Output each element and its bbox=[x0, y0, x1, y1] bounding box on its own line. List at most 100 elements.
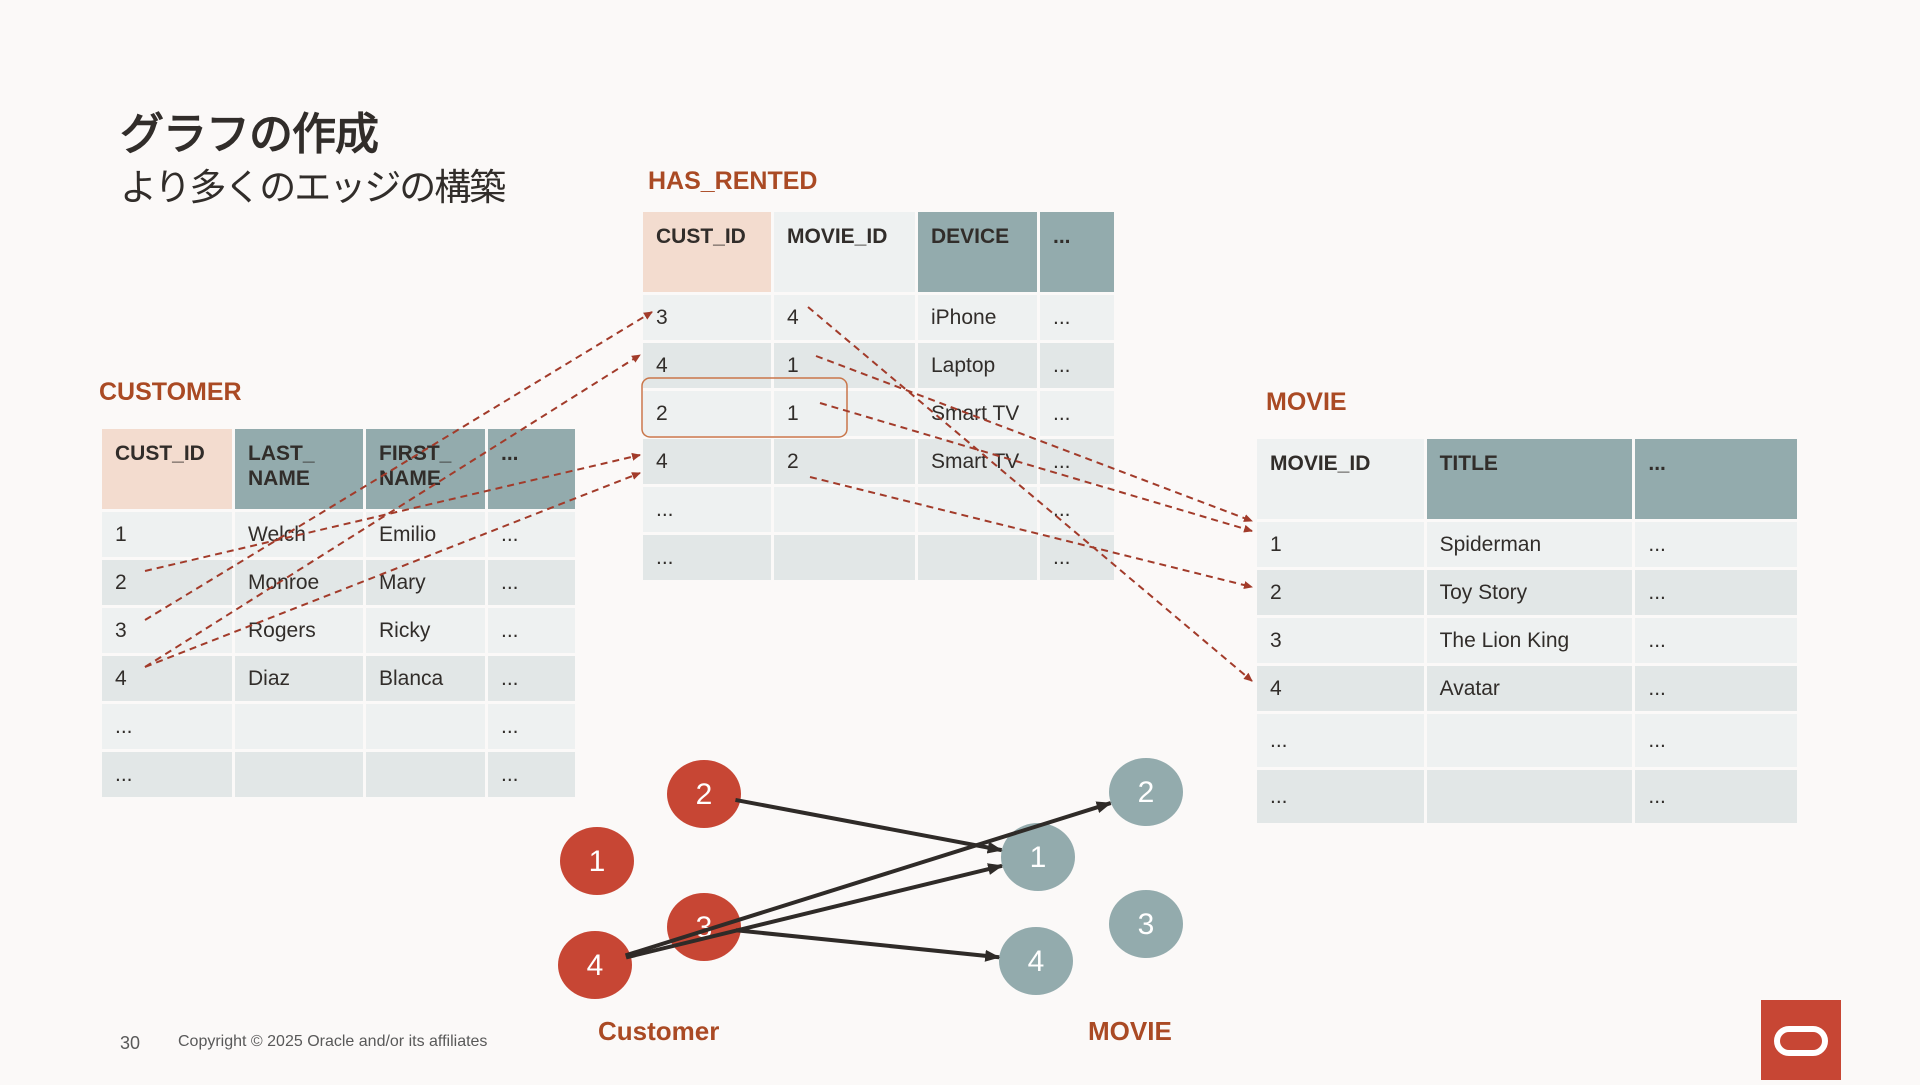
cell: The Lion King bbox=[1426, 618, 1633, 663]
cell bbox=[774, 487, 915, 532]
customer-node-2 bbox=[667, 760, 741, 828]
cell: ... bbox=[488, 512, 575, 557]
movie-node-3 bbox=[1109, 890, 1183, 958]
cell: 1 bbox=[102, 512, 232, 557]
cell: 2 bbox=[1257, 570, 1424, 615]
cell: ... bbox=[1040, 391, 1114, 436]
table-row: ...... bbox=[102, 752, 575, 797]
oracle-logo-icon bbox=[1774, 1026, 1828, 1056]
graph-movie-label: MOVIE bbox=[1088, 1016, 1172, 1046]
graph-customer-label: Customer bbox=[598, 1016, 720, 1046]
cell: ... bbox=[1635, 714, 1797, 767]
movie-node-1 bbox=[1001, 823, 1075, 891]
cell bbox=[918, 535, 1037, 580]
header-more: ... bbox=[1635, 439, 1797, 519]
cell bbox=[366, 752, 485, 797]
cell: ... bbox=[1635, 770, 1797, 823]
header-cust-id: CUST_ID bbox=[102, 429, 232, 509]
cell: 3 bbox=[1257, 618, 1424, 663]
cell: 3 bbox=[102, 608, 232, 653]
link-rental-to-movie-4 bbox=[807, 306, 1253, 682]
table-header-row: MOVIE_ID TITLE ... bbox=[1257, 439, 1797, 519]
movie-node-2-label: 2 bbox=[1138, 776, 1155, 809]
cell: ... bbox=[643, 535, 771, 580]
cell: ... bbox=[102, 704, 232, 749]
graph-edge-2-to-1 bbox=[735, 797, 1003, 854]
customer-node-4-label: 4 bbox=[587, 949, 604, 982]
header-more: ... bbox=[488, 429, 575, 509]
table-row: ...... bbox=[643, 487, 1114, 532]
cell: ... bbox=[1257, 770, 1424, 823]
cell: Emilio bbox=[366, 512, 485, 557]
movie-label: MOVIE bbox=[1266, 388, 1347, 416]
customer-label: CUSTOMER bbox=[99, 378, 242, 406]
header-title: TITLE bbox=[1426, 439, 1633, 519]
cell: Ricky bbox=[366, 608, 485, 653]
cell: Toy Story bbox=[1426, 570, 1633, 615]
cell: 2 bbox=[774, 439, 915, 484]
cell: Laptop bbox=[918, 343, 1037, 388]
header-movie-id: MOVIE_ID bbox=[1257, 439, 1424, 519]
link-customer-2-to-rental bbox=[144, 452, 641, 572]
cell: 1 bbox=[774, 391, 915, 436]
customer-node-4 bbox=[558, 931, 632, 999]
cell: 4 bbox=[774, 295, 915, 340]
cell: 4 bbox=[102, 656, 232, 701]
link-customer-4-to-rental-b bbox=[144, 472, 641, 668]
cell: Diaz bbox=[235, 656, 363, 701]
cell: ... bbox=[1635, 522, 1797, 567]
cell: ... bbox=[1040, 343, 1114, 388]
cell bbox=[1426, 770, 1633, 823]
oracle-logo bbox=[1761, 1000, 1841, 1080]
cell: ... bbox=[1040, 535, 1114, 580]
graph-edge-4-to-2 bbox=[624, 801, 1112, 958]
slide-subtitle: より多くのエッジの構築 bbox=[120, 167, 506, 208]
cell: Rogers bbox=[235, 608, 363, 653]
cell: Avatar bbox=[1426, 666, 1633, 711]
cell bbox=[366, 704, 485, 749]
customer-node-2-label: 2 bbox=[696, 778, 713, 811]
cell: ... bbox=[102, 752, 232, 797]
movie-node-4 bbox=[999, 927, 1073, 995]
customer-node-1-label: 1 bbox=[589, 845, 606, 878]
cell bbox=[918, 487, 1037, 532]
cell: 3 bbox=[643, 295, 771, 340]
header-last-name: LAST_ NAME bbox=[235, 429, 363, 509]
slide-title: グラフの作成 bbox=[120, 110, 379, 159]
highlight-box bbox=[641, 377, 848, 438]
cell: 4 bbox=[643, 343, 771, 388]
cell: ... bbox=[1635, 618, 1797, 663]
link-customer-3-to-rental bbox=[144, 311, 653, 621]
page-number: 30 bbox=[120, 1033, 141, 1053]
movie-node-2 bbox=[1109, 758, 1183, 826]
table-row: ...... bbox=[1257, 714, 1797, 767]
table-row: ...... bbox=[1257, 770, 1797, 823]
movie-node-1-label: 1 bbox=[1030, 841, 1047, 874]
header-more: ... bbox=[1040, 212, 1114, 292]
cell: Monroe bbox=[235, 560, 363, 605]
header-movie-id: MOVIE_ID bbox=[774, 212, 915, 292]
table-row: ...... bbox=[643, 535, 1114, 580]
link-rental-to-movie-2 bbox=[809, 476, 1253, 589]
table-row: ...... bbox=[102, 704, 575, 749]
cell: ... bbox=[488, 608, 575, 653]
has-rented-label: HAS_RENTED bbox=[648, 167, 818, 195]
movie-node-4-label: 4 bbox=[1028, 945, 1045, 978]
link-rental-to-movie-1-b bbox=[819, 402, 1253, 533]
copyright: Copyright © 2025 Oracle and/or its affil… bbox=[178, 1033, 488, 1050]
cell: 4 bbox=[1257, 666, 1424, 711]
cell: ... bbox=[1040, 487, 1114, 532]
cell: ... bbox=[1040, 295, 1114, 340]
cell: iPhone bbox=[918, 295, 1037, 340]
cell: ... bbox=[1635, 570, 1797, 615]
cell: ... bbox=[1635, 666, 1797, 711]
